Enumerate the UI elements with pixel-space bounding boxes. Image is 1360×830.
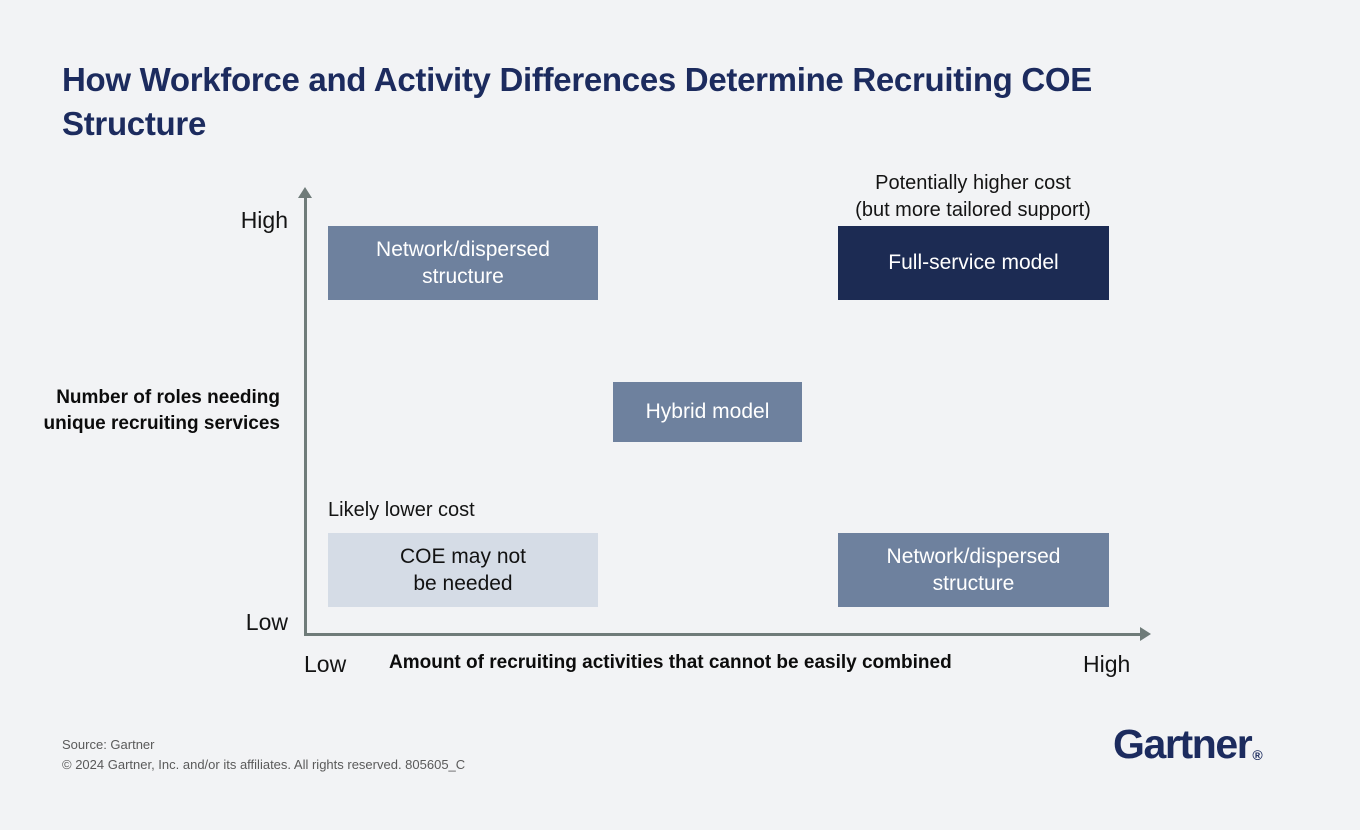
box-bottom-right-line2: structure: [932, 572, 1015, 595]
gartner-logo-text: Gartner: [1113, 721, 1253, 767]
box-network-dispersed-structure-top-left[interactable]: Network/dispersed structure: [328, 226, 598, 300]
box-network-dispersed-structure-bottom-right[interactable]: Network/dispersed structure: [838, 533, 1109, 607]
y-axis-arrow-icon: [298, 187, 312, 198]
annotation-higher-cost: Potentially higher cost (but more tailor…: [820, 170, 1126, 223]
annotation-higher-cost-line2: (but more tailored support): [855, 198, 1091, 221]
x-axis-arrow-icon: [1140, 627, 1151, 641]
footer-copyright-line: © 2024 Gartner, Inc. and/or its affiliat…: [62, 756, 466, 772]
x-axis-title: Amount of recruiting activities that can…: [389, 652, 952, 673]
box-middle-label: Hybrid model: [645, 400, 770, 424]
box-top-left-line2: structure: [422, 265, 504, 288]
y-axis-high-label: High: [240, 207, 288, 233]
footer-source-line: Source: Gartner: [62, 737, 155, 752]
box-top-left-line1: Network/dispersed: [376, 237, 550, 261]
page-title: How Workforce and Activity Differences D…: [62, 61, 1093, 143]
x-axis-low-label: Low: [304, 651, 347, 677]
box-bottom-left-line2: be needed: [413, 572, 513, 595]
x-axis-high-label: High: [1083, 651, 1131, 677]
x-axis-line: [304, 633, 1142, 636]
box-hybrid-model[interactable]: Hybrid model: [613, 382, 802, 442]
y-axis-line: [304, 196, 307, 636]
box-bottom-right-line1: Network/dispersed: [886, 544, 1061, 568]
box-full-service-model[interactable]: Full-service model: [838, 226, 1109, 300]
y-axis-low-label: Low: [245, 609, 288, 635]
box-top-right-label: Full-service model: [888, 251, 1059, 275]
annotation-higher-cost-line1: Potentially higher cost: [875, 172, 1071, 194]
box-bottom-left-line1: COE may not: [399, 544, 527, 568]
annotation-lower-cost: Likely lower cost: [328, 499, 475, 521]
registered-trademark-icon: ®: [1252, 747, 1263, 763]
footer-source-block: Source: Gartner © 2024 Gartner, Inc. and…: [62, 735, 465, 774]
box-coe-may-not-be-needed[interactable]: COE may not be needed: [328, 533, 598, 607]
y-axis-title: Number of roles needing unique recruitin…: [43, 387, 280, 435]
gartner-logo: Gartner ®: [1113, 724, 1263, 765]
